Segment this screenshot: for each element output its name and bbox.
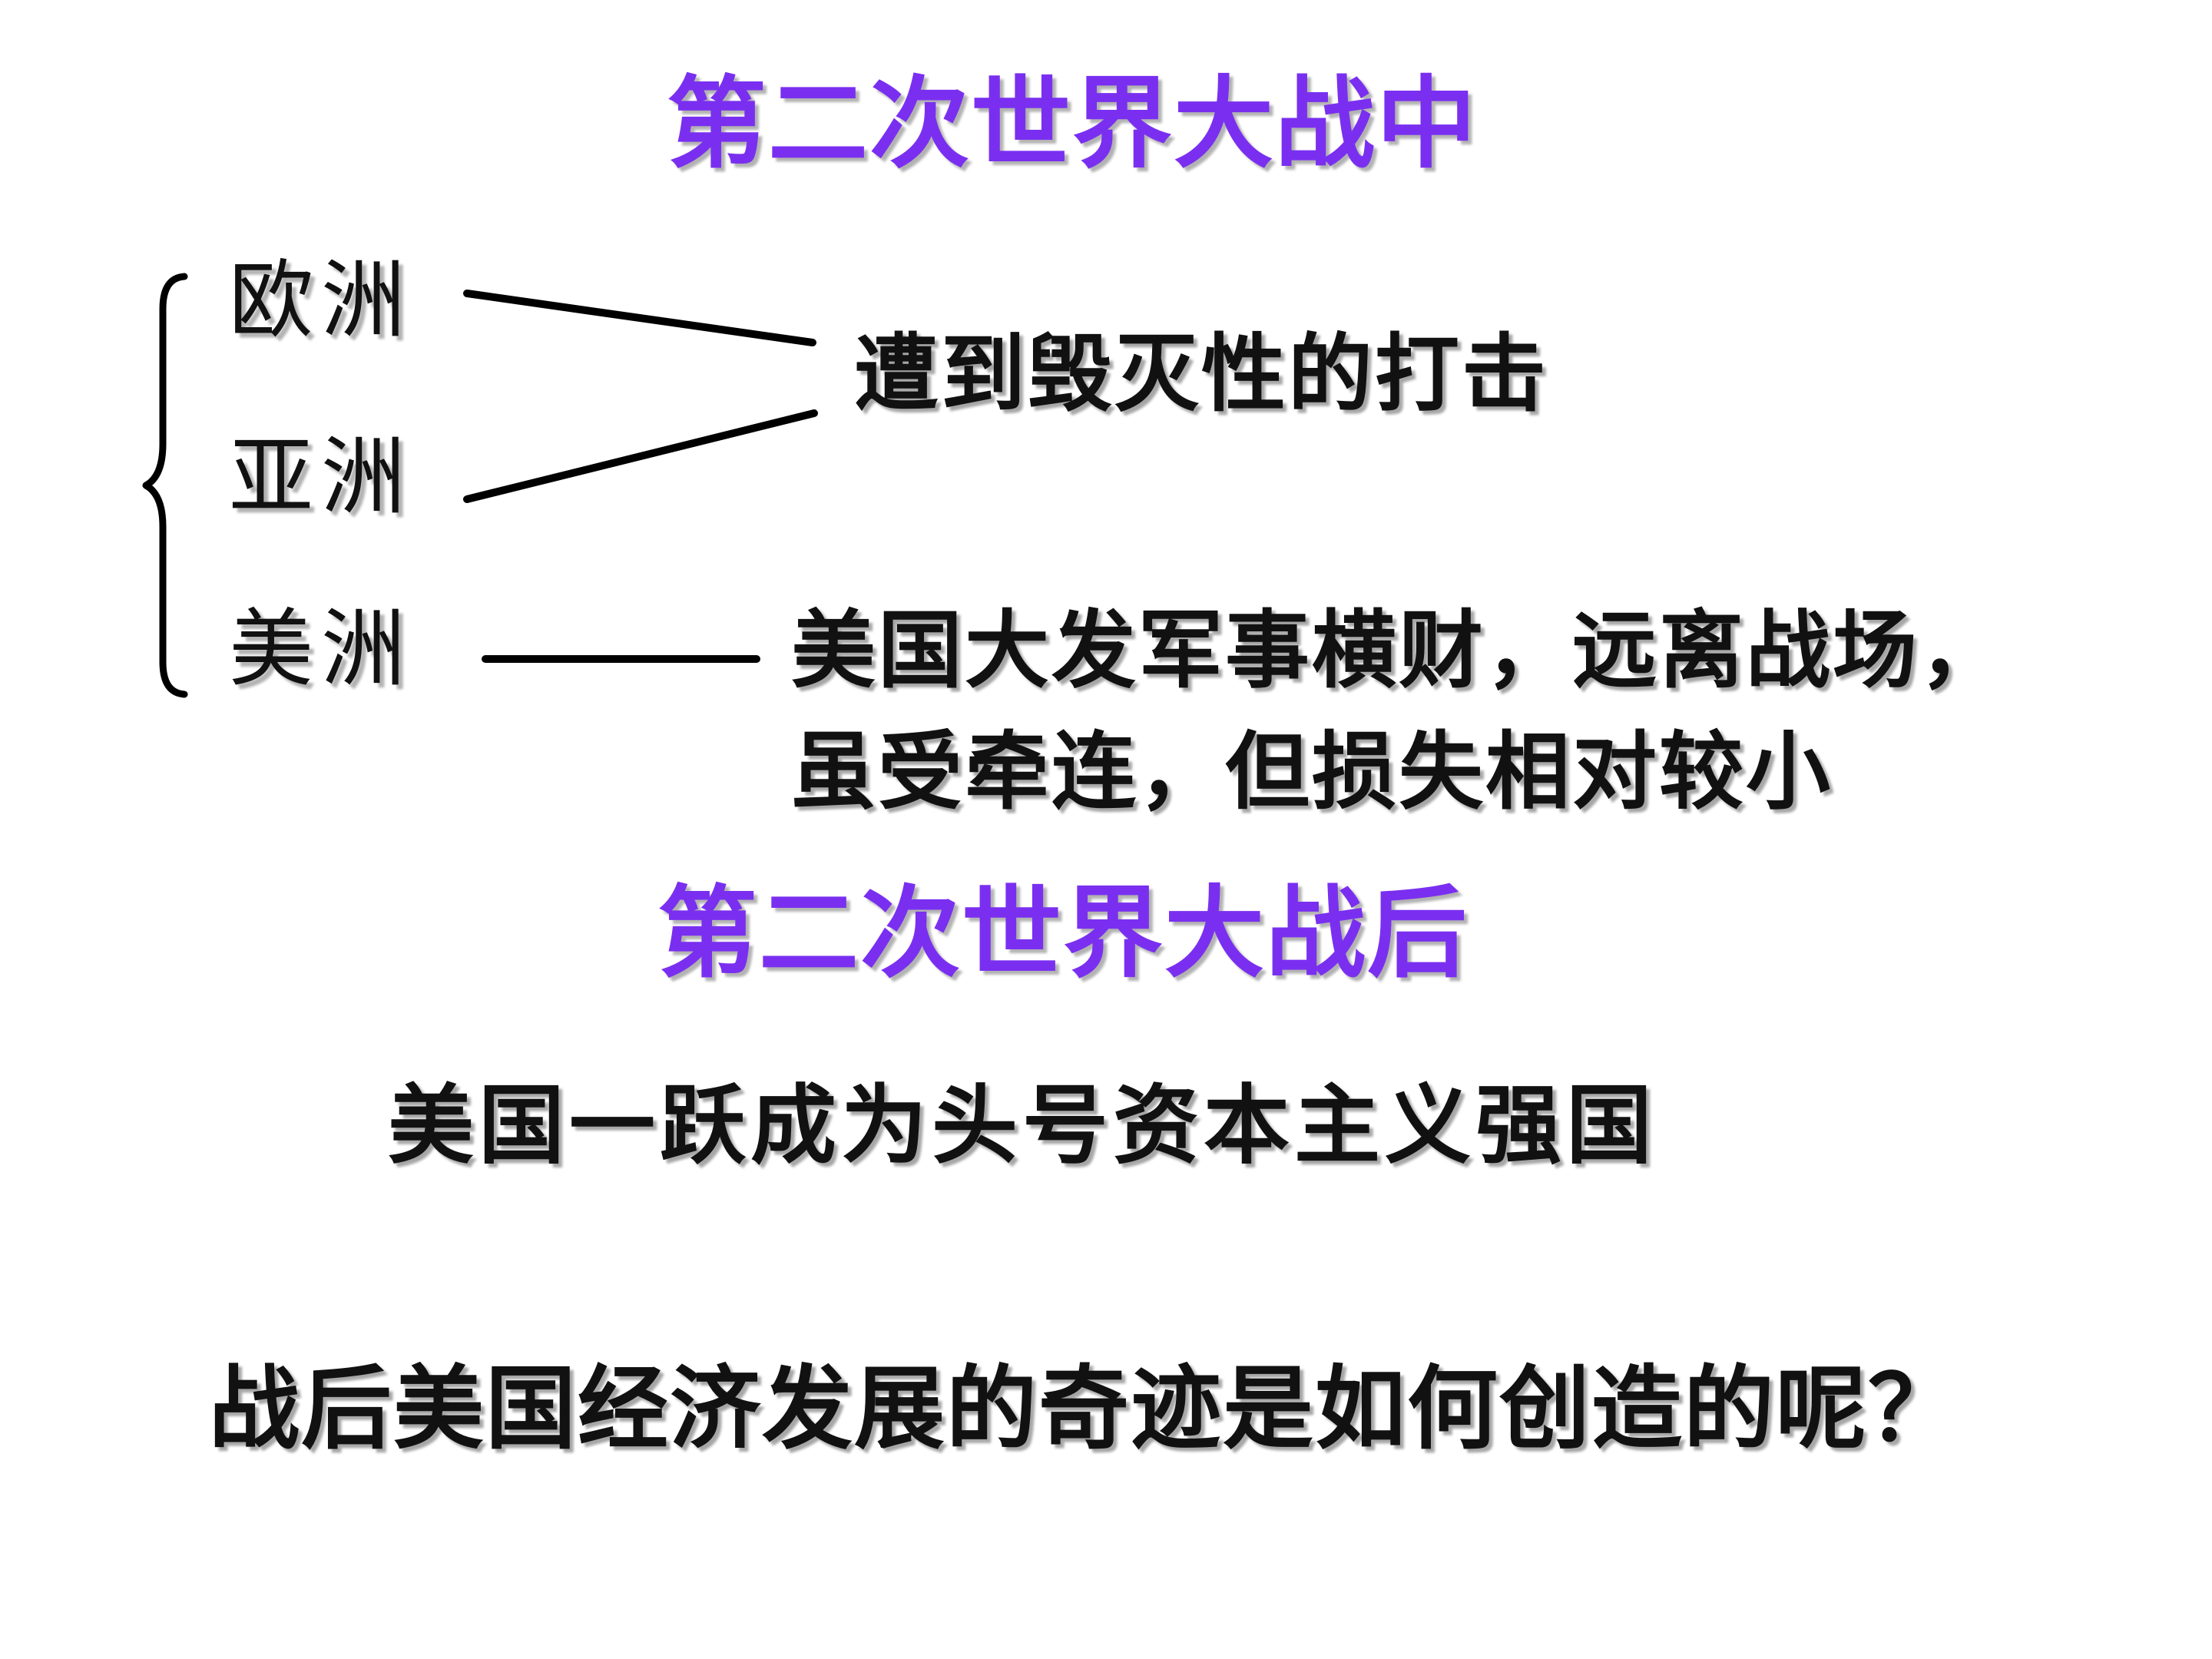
after-war-title: 第二次世界大战后 [657,875,1469,992]
europe-asia-result: 遭到毁灭性的打击 [854,325,1548,423]
europe-connector [463,290,816,346]
asia-connector [463,409,818,503]
region-europe: 欧洲 [229,251,413,349]
after-war-statement: 美国一跃成为头号资本主义强国 [388,1076,1657,1176]
region-brace [142,273,188,698]
america-result-line2: 虽受牵连，但损失相对较小 [791,723,1833,821]
region-asia: 亚洲 [229,428,413,526]
after-war-question: 战后美国经济发展的奇迹是如何创造的呢？ [209,1356,1961,1462]
america-result-line1: 美国大发军事横财，远离战场， [791,601,2006,700]
during-war-title: 第二次世界大战中 [667,65,1479,182]
region-america: 美洲 [229,600,413,698]
